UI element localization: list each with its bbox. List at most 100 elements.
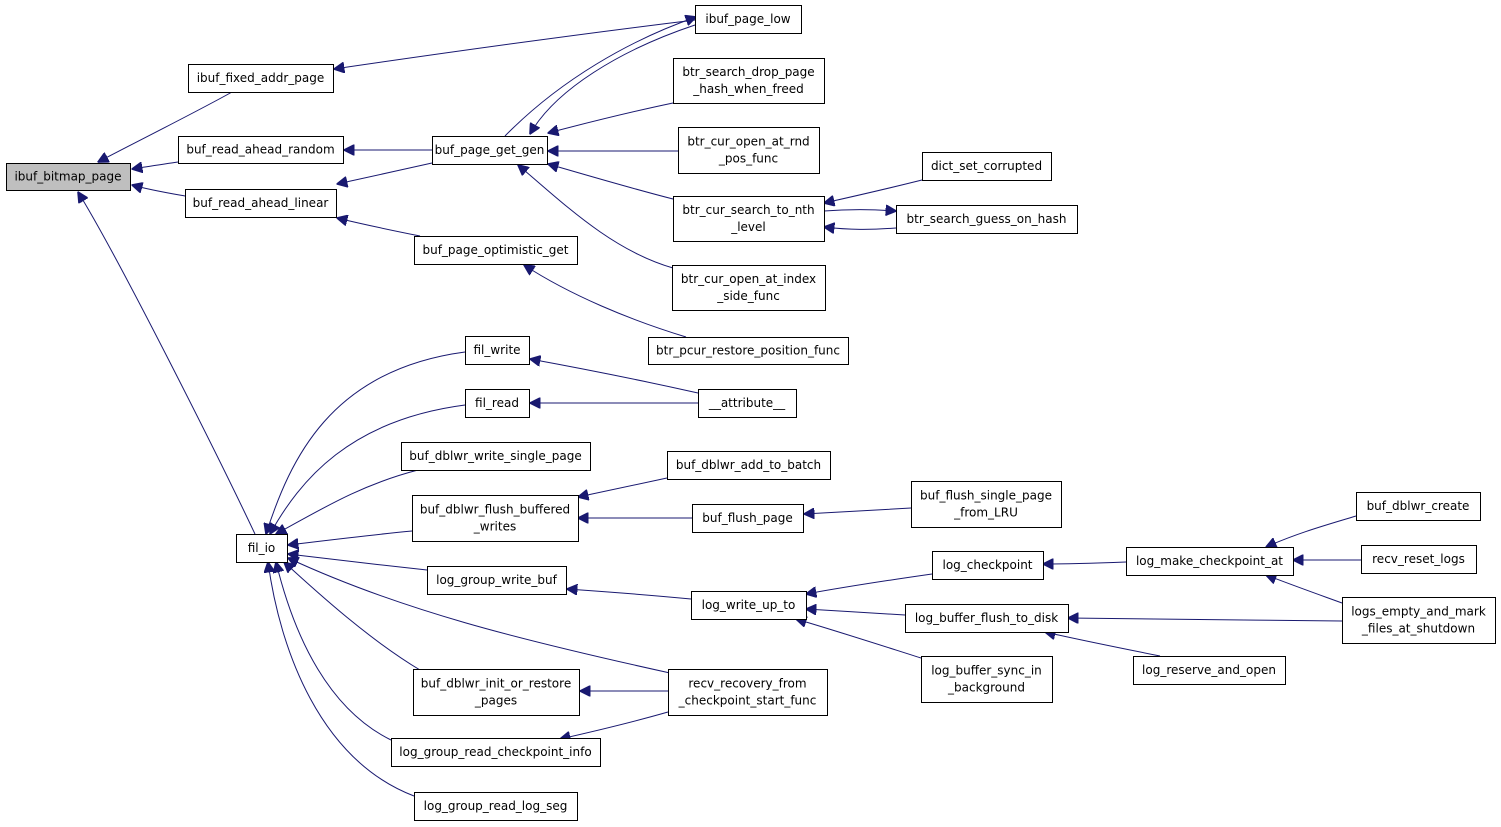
node-label: fil_io	[248, 541, 276, 555]
node-fil_write[interactable]: fil_write	[465, 336, 530, 365]
node-label: buf_page_get_gen	[435, 143, 545, 157]
edge-btr_cur_search_to_nth_level-to-btr_search_guess_on_hash	[823, 210, 896, 212]
node-box[interactable]	[911, 481, 1062, 528]
node-label: btr_search_guess_on_hash	[907, 212, 1067, 226]
node-box[interactable]	[678, 127, 820, 174]
node-box[interactable]	[414, 236, 578, 265]
edge-btr_cur_search_to_nth_level-to-buf_page_get_gen	[548, 164, 674, 200]
node-box[interactable]	[672, 265, 826, 311]
node-ibuf_bitmap_page[interactable]: ibuf_bitmap_page	[6, 163, 131, 191]
node-log_make_checkpoint_at[interactable]: log_make_checkpoint_at	[1126, 547, 1294, 576]
node-box[interactable]	[414, 792, 578, 821]
node-recv_recovery_from_checkpoint_start_func[interactable]: recv_recovery_from_checkpoint_start_func	[668, 669, 828, 716]
node-attribute[interactable]: __attribute__	[698, 389, 797, 418]
node-fil_io[interactable]: fil_io	[236, 534, 288, 563]
node-btr_search_guess_on_hash[interactable]: btr_search_guess_on_hash	[896, 205, 1078, 234]
node-buf_dblwr_write_single_page[interactable]: buf_dblwr_write_single_page	[401, 442, 591, 471]
node-box[interactable]	[465, 336, 530, 365]
node-ibuf_page_low[interactable]: ibuf_page_low	[695, 5, 802, 34]
node-box[interactable]	[921, 656, 1053, 703]
node-label: log_group_read_log_seg	[424, 799, 568, 813]
node-box[interactable]	[236, 534, 288, 563]
node-ibuf_fixed_addr_page[interactable]: ibuf_fixed_addr_page	[188, 64, 334, 93]
node-label: _side_func	[716, 289, 780, 303]
node-buf_flush_single_page_from_LRU[interactable]: buf_flush_single_page_from_LRU	[911, 481, 1062, 528]
node-log_buffer_sync_in_background[interactable]: log_buffer_sync_in_background	[921, 656, 1053, 703]
node-box[interactable]	[188, 64, 334, 93]
node-box[interactable]	[1342, 597, 1496, 644]
node-buf_dblwr_flush_buffered_writes[interactable]: buf_dblwr_flush_buffered_writes	[412, 495, 579, 542]
node-buf_dblwr_init_or_restore_pages[interactable]: buf_dblwr_init_or_restore_pages	[413, 669, 580, 716]
node-recv_reset_logs[interactable]: recv_reset_logs	[1361, 545, 1477, 574]
edge-buf_read_ahead_linear-to-ibuf_bitmap_page	[132, 185, 186, 197]
node-box[interactable]	[413, 669, 580, 716]
node-box[interactable]	[648, 337, 849, 365]
node-box[interactable]	[1356, 492, 1481, 521]
node-btr_search_drop_page_hash_when_freed[interactable]: btr_search_drop_page_hash_when_freed	[673, 58, 825, 104]
node-log_group_write_buf[interactable]: log_group_write_buf	[427, 566, 567, 595]
node-box[interactable]	[185, 189, 337, 218]
node-log_reserve_and_open[interactable]: log_reserve_and_open	[1133, 656, 1286, 685]
node-box[interactable]	[6, 163, 131, 191]
node-box[interactable]	[692, 504, 804, 533]
edge-buf_dblwr_init_or_restore_pages-to-fil_io	[284, 562, 421, 671]
node-buf_dblwr_add_to_batch[interactable]: buf_dblwr_add_to_batch	[667, 451, 831, 480]
node-dict_set_corrupted[interactable]: dict_set_corrupted	[922, 152, 1052, 181]
node-box[interactable]	[667, 451, 831, 480]
node-logs_empty_and_mark_files_at_shutdown[interactable]: logs_empty_and_mark_files_at_shutdown	[1342, 597, 1496, 644]
node-box[interactable]	[391, 738, 601, 767]
node-label: ibuf_bitmap_page	[14, 170, 121, 184]
node-log_checkpoint[interactable]: log_checkpoint	[932, 551, 1044, 580]
node-box[interactable]	[695, 5, 802, 34]
node-box[interactable]	[905, 604, 1069, 633]
node-label: buf_dblwr_add_to_batch	[676, 458, 821, 472]
node-label: buf_flush_page	[702, 511, 792, 525]
node-box[interactable]	[401, 442, 591, 471]
edge-ibuf_page_low-to-buf_page_get_gen	[530, 24, 696, 134]
node-log_buffer_flush_to_disk[interactable]: log_buffer_flush_to_disk	[905, 604, 1069, 633]
node-btr_pcur_restore_position_func[interactable]: btr_pcur_restore_position_func	[648, 337, 849, 365]
node-box[interactable]	[922, 152, 1052, 181]
node-btr_cur_search_to_nth_level[interactable]: btr_cur_search_to_nth _level	[673, 196, 825, 242]
node-box[interactable]	[412, 495, 579, 542]
node-buf_page_optimistic_get[interactable]: buf_page_optimistic_get	[414, 236, 578, 265]
node-label: buf_dblwr_init_or_restore	[421, 677, 571, 691]
node-label: btr_cur_search_to_nth	[682, 203, 814, 217]
node-box[interactable]	[932, 551, 1044, 580]
node-btr_cur_open_at_index_side_func[interactable]: btr_cur_open_at_index_side_func	[672, 265, 826, 311]
node-box[interactable]	[178, 136, 344, 164]
node-box[interactable]	[668, 669, 828, 716]
node-label: recv_recovery_from	[688, 677, 806, 691]
node-buf_dblwr_create[interactable]: buf_dblwr_create	[1356, 492, 1481, 521]
node-label: log_group_read_checkpoint_info	[399, 745, 591, 759]
node-box[interactable]	[673, 58, 825, 104]
edge-buf_dblwr_create-to-log_make_checkpoint_at	[1266, 515, 1357, 547]
node-box[interactable]	[1133, 656, 1286, 685]
node-log_group_read_log_seg[interactable]: log_group_read_log_seg	[414, 792, 578, 821]
edge-fil_io-to-ibuf_bitmap_page	[78, 192, 256, 535]
node-fil_read[interactable]: fil_read	[465, 389, 530, 418]
node-box[interactable]	[691, 591, 807, 620]
edge-recv_recovery_from_checkpoint_start_func-to-log_group_read_checkpoint_info	[560, 711, 669, 739]
edge-buf_dblwr_write_single_page-to-fil_io	[276, 469, 419, 534]
node-box[interactable]	[432, 136, 548, 165]
node-buf_read_ahead_linear[interactable]: buf_read_ahead_linear	[185, 189, 337, 218]
node-buf_read_ahead_random[interactable]: buf_read_ahead_random	[178, 136, 344, 164]
node-buf_flush_page[interactable]: buf_flush_page	[692, 504, 804, 533]
node-box[interactable]	[1126, 547, 1294, 576]
node-btr_cur_open_at_rnd_pos_func[interactable]: btr_cur_open_at_rnd_pos_func	[678, 127, 820, 174]
node-log_group_read_checkpoint_info[interactable]: log_group_read_checkpoint_info	[391, 738, 601, 767]
node-box[interactable]	[465, 389, 530, 418]
node-box[interactable]	[896, 205, 1078, 234]
node-buf_page_get_gen[interactable]: buf_page_get_gen	[432, 136, 548, 165]
node-box[interactable]	[673, 196, 825, 242]
node-box[interactable]	[698, 389, 797, 418]
node-label: buf_dblwr_write_single_page	[409, 449, 581, 463]
node-log_write_up_to[interactable]: log_write_up_to	[691, 591, 807, 620]
node-box[interactable]	[1361, 545, 1477, 574]
node-label: log_checkpoint	[942, 558, 1032, 572]
node-label: logs_empty_and_mark	[1351, 605, 1486, 619]
node-label: _level	[730, 220, 766, 234]
edge-log_group_write_buf-to-fil_io	[288, 554, 428, 571]
node-box[interactable]	[427, 566, 567, 595]
